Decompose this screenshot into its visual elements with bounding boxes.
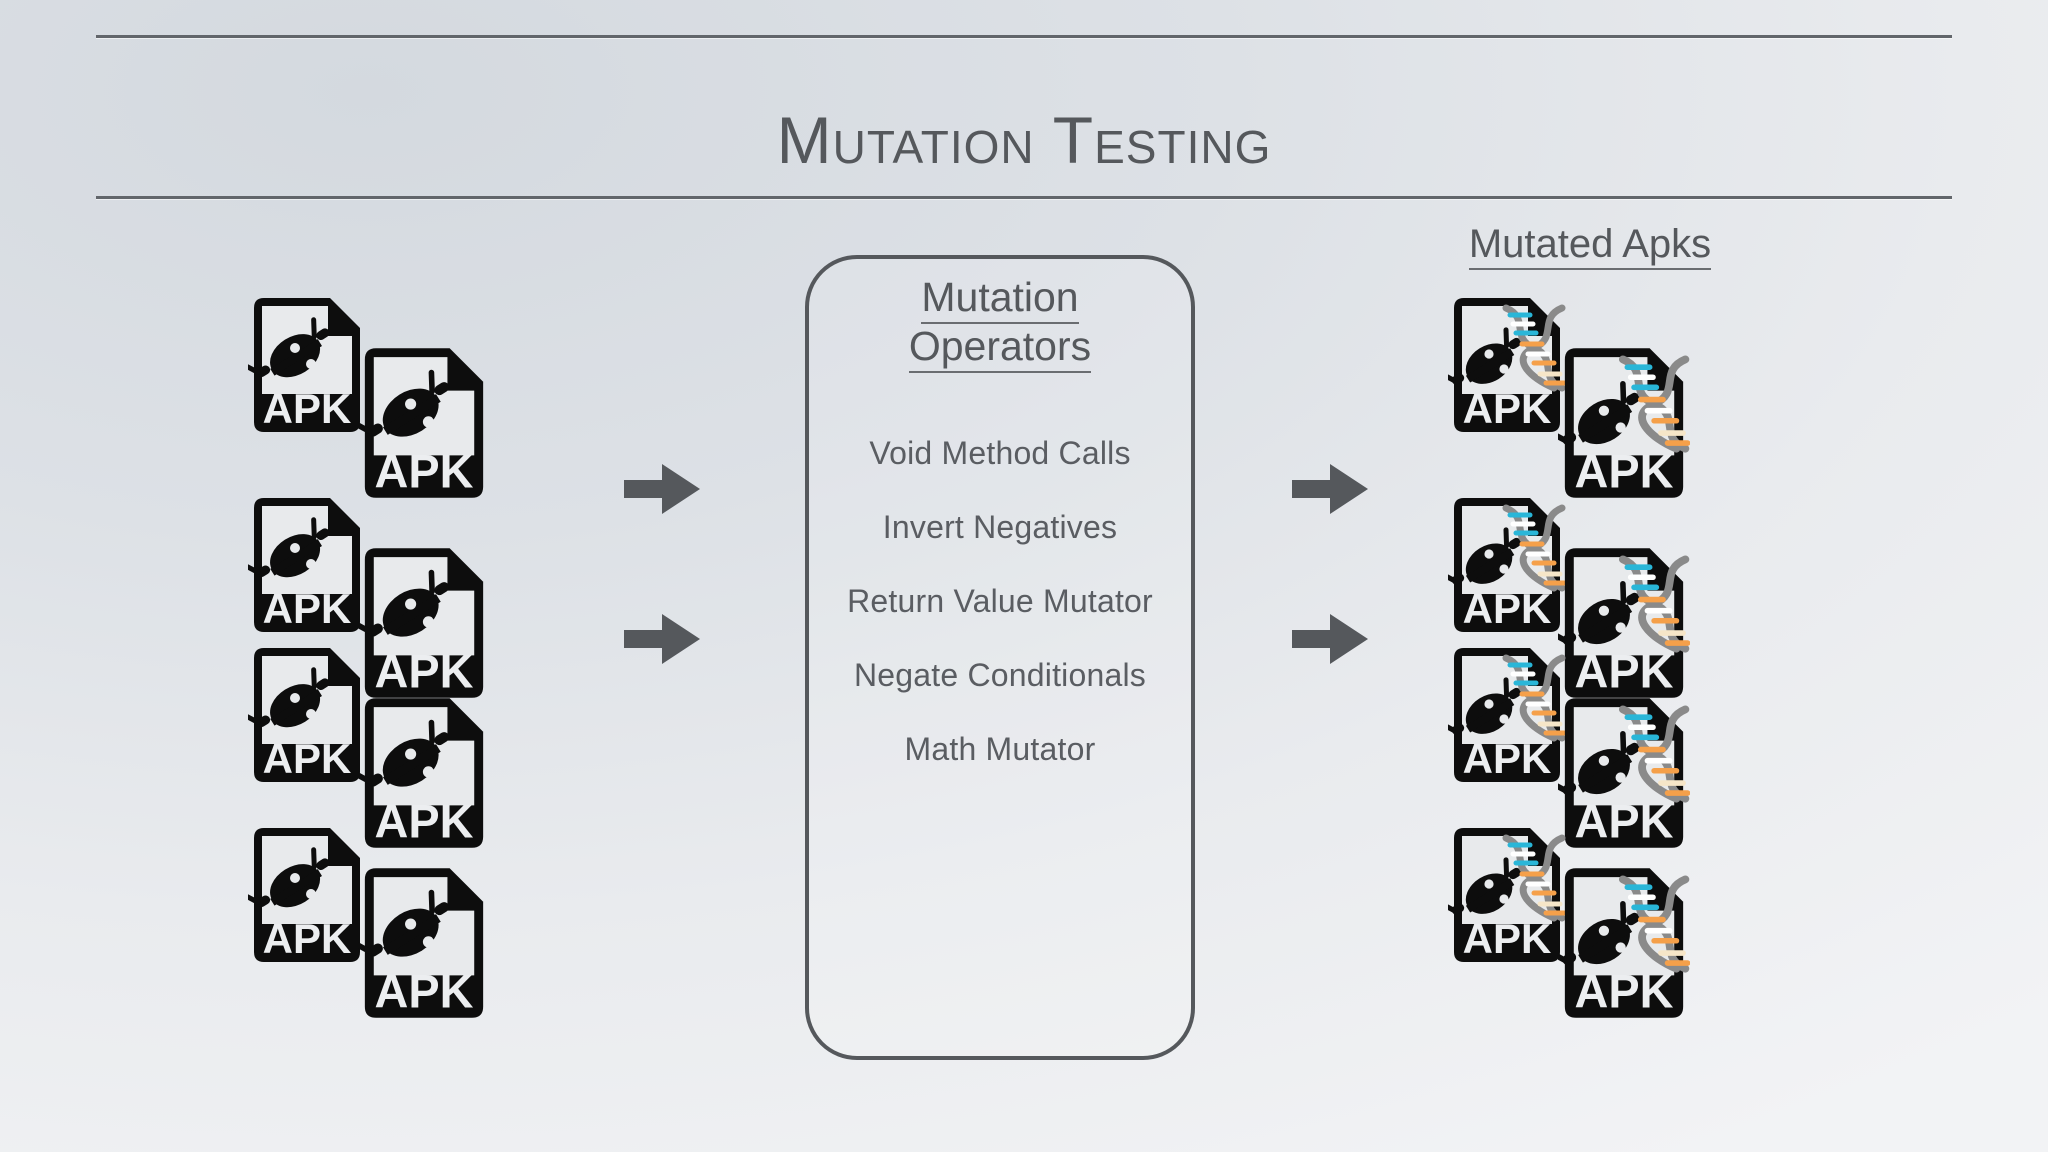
svg-text:APK: APK — [375, 646, 474, 698]
dna-helix-icon — [1618, 355, 1690, 453]
apk-file-icon: APK — [248, 646, 366, 784]
mutated-apk-icon-glyph: APK — [1448, 828, 1566, 962]
mutated-apk-file-icon: APK — [1558, 696, 1690, 850]
apk-icon-glyph: APK — [358, 348, 484, 498]
svg-text:APK: APK — [375, 966, 474, 1018]
mutated-apk-file-icon: APK — [1448, 296, 1566, 434]
operator-item: Invert Negatives — [882, 509, 1118, 545]
mutation-operators-heading: Mutation Operators — [809, 274, 1191, 373]
mutated-apk-file-icon: APK — [1558, 346, 1690, 500]
dna-helix-icon — [1618, 555, 1690, 653]
mutation-operators-list: Void Method Calls Invert Negatives Retur… — [809, 437, 1191, 807]
page-title: Mutation Testing — [776, 103, 1272, 178]
title-rule-top — [96, 35, 1952, 38]
mutation-operators-box: Mutation Operators Void Method Calls Inv… — [805, 255, 1195, 1060]
mutated-apk-icon-glyph: APK — [1448, 648, 1566, 782]
mutated-apks-label-text: Mutated Apks — [1468, 222, 1712, 270]
svg-text:APK: APK — [1463, 585, 1552, 632]
dna-helix-icon — [1502, 504, 1566, 592]
apk-icon-glyph: APK — [248, 648, 360, 782]
mutated-apk-icon-glyph: APK — [1558, 868, 1690, 1018]
apk-file-icon: APK — [248, 826, 366, 964]
svg-text:APK: APK — [375, 796, 474, 848]
apk-icon-glyph: APK — [248, 298, 360, 432]
svg-text:APK: APK — [263, 915, 352, 962]
operators-heading-line2: Operators — [908, 323, 1092, 373]
dna-helix-icon — [1618, 875, 1690, 973]
operator-item: Void Method Calls — [869, 435, 1131, 471]
mutated-apk-file-icon: APK — [1558, 546, 1690, 700]
svg-text:APK: APK — [263, 585, 352, 632]
svg-text:APK: APK — [263, 385, 352, 432]
apk-icon-glyph: APK — [358, 698, 484, 848]
apk-file-icon: APK — [358, 696, 490, 850]
apk-icon-glyph: APK — [248, 828, 360, 962]
mutated-apk-file-icon: APK — [1558, 866, 1690, 1020]
mutated-apk-icon-glyph: APK — [1558, 698, 1690, 848]
mutated-apk-file-icon: APK — [1448, 826, 1566, 964]
arrow-right-icon — [622, 460, 702, 518]
apk-icon-glyph: APK — [358, 868, 484, 1018]
svg-text:APK: APK — [375, 446, 474, 498]
mutated-apk-icon-glyph: APK — [1448, 298, 1566, 432]
mutated-apks-group: APK — [1430, 0, 1790, 1152]
apk-file-icon: APK — [248, 496, 366, 634]
apk-icon-glyph: APK — [248, 498, 360, 632]
apk-icon-glyph: APK — [358, 548, 484, 698]
dna-helix-icon — [1618, 705, 1690, 803]
title-rule-bottom — [96, 196, 1952, 199]
operator-item: Return Value Mutator — [847, 583, 1153, 619]
mutated-apk-file-icon: APK — [1448, 496, 1566, 634]
svg-text:APK: APK — [1463, 735, 1552, 782]
arrow-right-icon — [1290, 610, 1370, 668]
svg-text:APK: APK — [263, 735, 352, 782]
svg-text:APK: APK — [1575, 446, 1674, 498]
apk-file-icon: APK — [358, 346, 490, 500]
apk-file-icon: APK — [358, 866, 490, 1020]
dna-helix-icon — [1502, 834, 1566, 922]
original-apks-group: APK APK — [230, 0, 590, 1152]
dna-helix-icon — [1502, 654, 1566, 742]
mutated-apks-label: Mutated Apks — [1380, 222, 1800, 270]
mutated-apk-icon-glyph: APK — [1558, 548, 1690, 698]
arrow-right-icon — [622, 610, 702, 668]
apk-file-icon: APK — [248, 296, 366, 434]
mutated-apk-file-icon: APK — [1448, 646, 1566, 784]
mutated-apk-icon-glyph: APK — [1448, 498, 1566, 632]
svg-text:APK: APK — [1575, 966, 1674, 1018]
operator-item: Negate Conditionals — [854, 657, 1146, 693]
svg-text:APK: APK — [1463, 915, 1552, 962]
svg-text:APK: APK — [1463, 385, 1552, 432]
svg-text:APK: APK — [1575, 646, 1674, 698]
svg-text:APK: APK — [1575, 796, 1674, 848]
operators-heading-line1: Mutation — [921, 274, 1079, 324]
dna-helix-icon — [1502, 304, 1566, 392]
apk-file-icon: APK — [358, 546, 490, 700]
mutated-apk-icon-glyph: APK — [1558, 348, 1690, 498]
operator-item: Math Mutator — [904, 731, 1096, 767]
arrow-right-icon — [1290, 460, 1370, 518]
